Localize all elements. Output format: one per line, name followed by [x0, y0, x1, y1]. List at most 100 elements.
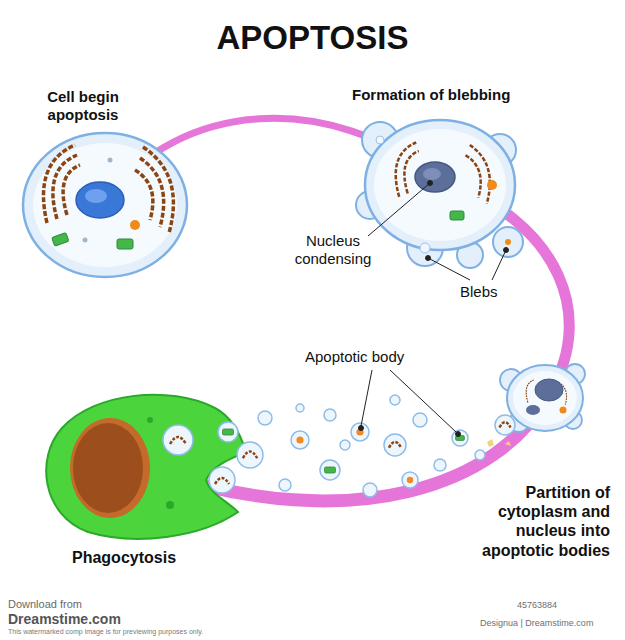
phagocyte-part	[70, 418, 150, 518]
apoptotic-bodies-part	[495, 415, 515, 435]
leader-line-part	[361, 370, 372, 426]
blebbing-cell-part	[505, 239, 511, 245]
normal-cell-part	[33, 143, 177, 267]
diagram-title: APOPTOSIS	[0, 18, 625, 58]
apoptotic-bodies-part	[279, 479, 291, 491]
phagocyte-part	[73, 423, 143, 513]
fragmenting-cell-part	[513, 371, 577, 425]
apoptotic-bodies-part	[324, 409, 336, 421]
blebbing-cell-part	[466, 155, 481, 198]
leader-line-part	[492, 250, 506, 280]
apoptotic-bodies-part	[351, 423, 369, 441]
callout-label: Blebs	[460, 283, 515, 301]
fragmenting-cell-part	[535, 379, 563, 401]
normal-cell-part	[23, 133, 187, 277]
fragmenting-cell-part	[505, 441, 511, 446]
apoptotic-bodies-part	[296, 404, 304, 412]
apoptotic-bodies-part	[258, 411, 272, 425]
apoptotic-bodies-part	[320, 460, 340, 480]
apoptotic-bodies-part	[340, 440, 350, 450]
leader-line-part	[390, 370, 456, 432]
watermark: Designua | Dreamstime.com	[480, 618, 620, 629]
fragmenting-cell-part	[507, 365, 583, 431]
apoptotic-bodies-part	[384, 434, 406, 456]
leader-line-part	[426, 256, 431, 261]
normal-cell-part	[130, 220, 140, 230]
watermark: Download from	[8, 598, 208, 611]
leader-line-part	[428, 181, 433, 186]
apoptotic-bodies-part	[452, 430, 468, 446]
normal-cell-part	[83, 238, 88, 243]
blebbing-cell-part	[423, 168, 441, 180]
apoptotic-bodies-part	[243, 451, 257, 458]
blebbing-cell-part	[376, 136, 384, 144]
blebbing-cell-part	[396, 143, 490, 204]
normal-cell-part	[108, 158, 113, 163]
normal-cell-part	[117, 239, 133, 249]
apoptotic-bodies-part	[325, 467, 336, 473]
apoptotic-bodies-part	[237, 442, 263, 468]
stage-label: Partition of cytoplasm and nucleus into …	[465, 483, 610, 560]
apoptotic-bodies-part	[389, 442, 401, 448]
stage-label: Cell begin apoptosis	[28, 88, 138, 124]
leader-line-part	[456, 432, 461, 437]
fragmenting-cell-part	[487, 439, 494, 447]
apoptotic-bodies-part	[390, 395, 400, 405]
leader-line-part	[368, 183, 430, 236]
apoptotic-bodies-part	[324, 409, 336, 421]
apoptotic-bodies-part	[434, 459, 446, 471]
normal-cell-part	[140, 158, 164, 227]
apoptotic-bodies-part	[279, 479, 291, 491]
phagocyte-part	[163, 425, 193, 455]
apoptotic-bodies-part	[402, 472, 418, 488]
phagocyte	[46, 395, 246, 539]
watermark: 45763884	[517, 600, 617, 611]
blebbing-cell-part	[365, 120, 515, 250]
watermark: This watermarked comp image is for previ…	[8, 628, 348, 636]
fragmenting-cell-part	[526, 380, 566, 405]
apoptotic-bodies-part	[218, 422, 238, 442]
apoptotic-bodies-part	[351, 423, 369, 441]
phagocyte-part	[215, 478, 229, 484]
blebbing-cell-part	[420, 243, 430, 253]
apoptotic-bodies-part	[296, 436, 303, 443]
blebbing-cell-part	[374, 129, 506, 241]
apoptotic-bodies-part	[413, 413, 427, 427]
apoptotic-bodies-part	[475, 450, 485, 460]
apoptotic-bodies-part	[320, 460, 340, 480]
apoptotic-bodies-part	[390, 395, 400, 405]
apoptotic-bodies-part	[402, 472, 418, 488]
fragmenting-cell-part	[526, 405, 540, 415]
blebbing-cell-part	[450, 211, 464, 220]
fragmenting-cell	[487, 364, 585, 447]
apoptotic-bodies-part	[237, 442, 263, 468]
apoptotic-bodies-part	[363, 483, 377, 497]
phagocyte-part	[170, 437, 186, 444]
apoptotic-bodies-part	[296, 404, 304, 412]
normal-cell-part	[44, 145, 174, 233]
leader-line-part	[359, 426, 364, 431]
normal-cell-part	[44, 145, 76, 223]
apoptotic-bodies-part	[495, 415, 515, 435]
fragmenting-cell-part	[526, 380, 534, 403]
phagocyte-part	[46, 395, 246, 539]
blebbing-cell-part	[470, 145, 490, 204]
apoptotic-bodies-part	[223, 429, 234, 435]
apoptotic-bodies	[218, 395, 515, 497]
normal-cell-part	[52, 233, 69, 247]
fragmenting-cell-part	[560, 407, 567, 414]
apoptotic-bodies-part	[218, 422, 238, 442]
stage-label: Phagocytosis	[72, 548, 222, 567]
phagocyte-part	[147, 417, 153, 423]
apoptotic-bodies-part	[340, 440, 350, 450]
apoptotic-bodies-part	[363, 483, 377, 497]
apoptotic-bodies-part	[475, 450, 485, 460]
phagocyte-part	[209, 467, 235, 493]
apoptotic-bodies-part	[413, 413, 427, 427]
blebbing-cell-part	[493, 227, 523, 257]
watermark: Dreamstime.com	[8, 611, 208, 628]
stage-label: Formation of blebbing	[352, 86, 527, 104]
apoptotic-bodies-part	[407, 477, 413, 483]
blebbing-cell-part	[396, 143, 416, 197]
